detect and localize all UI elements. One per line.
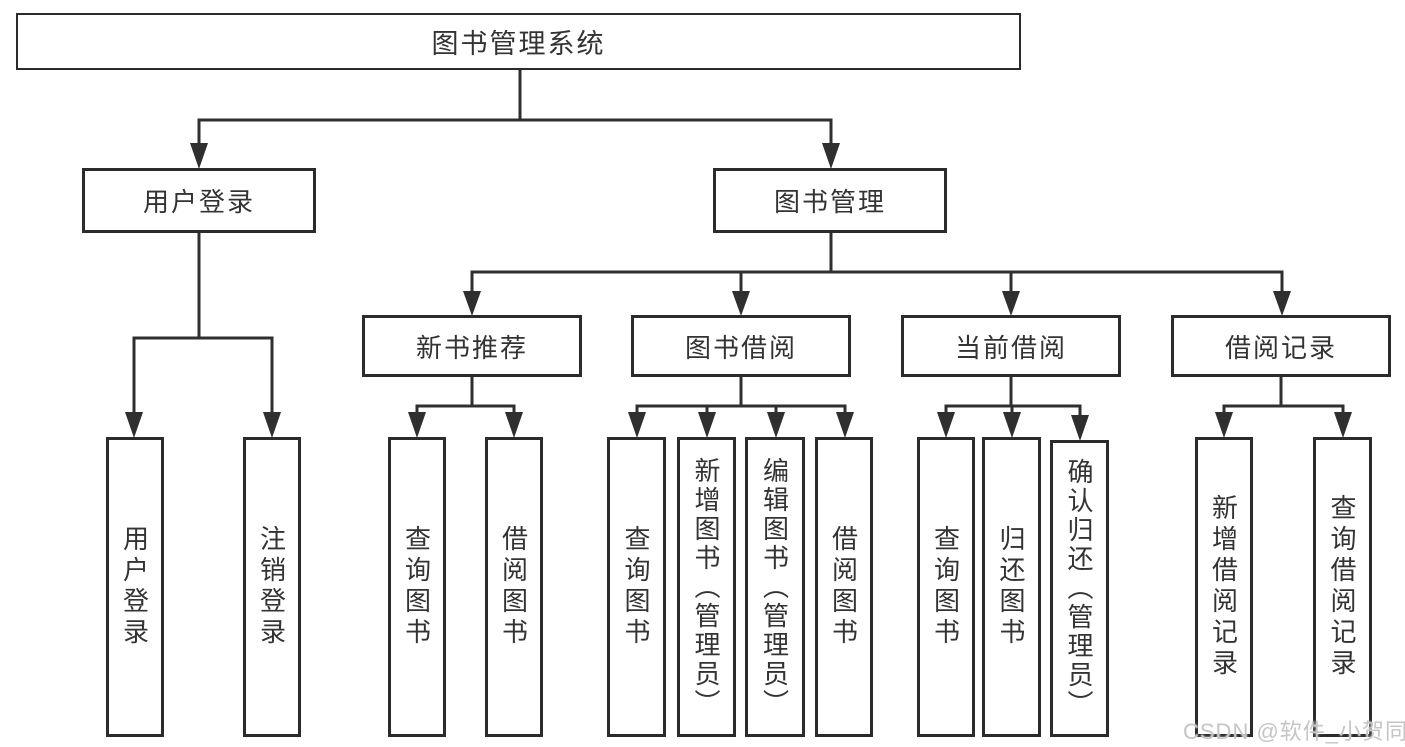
node-book-management-label: 图书管理 — [773, 187, 886, 217]
edge-newbooks-rail — [415, 404, 516, 418]
edge-login-rail — [132, 336, 274, 418]
node-root-label: 图书管理系统 — [431, 29, 606, 59]
leaf-current-confirm-return-admin-label: 确认归还（管理员） — [1064, 458, 1094, 719]
leaf-records-query: 查询借阅记录 — [1313, 437, 1372, 737]
arrowhead-user-login — [190, 143, 208, 169]
leaf-borrow-borrow: 借阅图书 — [815, 437, 873, 737]
arrowhead-records-leaf-2 — [1334, 412, 1352, 438]
arrowhead-borrow-leaf-2 — [698, 412, 716, 438]
leaf-current-query: 查询图书 — [917, 437, 975, 737]
node-user-login-label: 用户登录 — [142, 187, 255, 217]
leaf-logout-label: 注销登录 — [256, 525, 287, 649]
arrowhead-borrow-leaf-3 — [767, 412, 785, 438]
node-current-borrowing-label: 当前借阅 — [954, 332, 1067, 363]
edge-root-rail — [197, 118, 833, 150]
arrowhead-newbooks-leaf-1 — [408, 412, 426, 438]
edge-mgmt-rail — [470, 270, 1284, 296]
leaf-borrow-query-label: 查询图书 — [621, 525, 651, 649]
node-user-login: 用户登录 — [82, 168, 316, 233]
leaf-current-confirm-return-admin: 确认归还（管理员） — [1050, 440, 1109, 737]
node-root-system: 图书管理系统 — [16, 13, 1021, 70]
arrowhead-borrow-records — [1273, 291, 1291, 316]
arrowhead-current-borrow — [1002, 291, 1020, 316]
leaf-logout: 注销登录 — [243, 437, 301, 737]
edge-current-rail — [944, 404, 1082, 420]
leaf-borrow-add-admin-label: 新增图书（管理员） — [691, 456, 721, 718]
leaf-borrow-borrow-label: 借阅图书 — [828, 525, 859, 649]
arrowhead-current-leaf-3 — [1071, 415, 1089, 441]
arrowhead-newbooks-leaf-2 — [505, 412, 523, 438]
leaf-newbooks-query: 查询图书 — [388, 437, 446, 737]
leaf-records-add-label: 新增借阅记录 — [1208, 494, 1239, 680]
leaf-user-login-label: 用户登录 — [119, 525, 150, 649]
leaf-user-login: 用户登录 — [106, 437, 164, 737]
node-new-book-recommend: 新书推荐 — [362, 315, 582, 377]
arrowhead-login-leaf-1 — [125, 412, 143, 438]
arrowhead-new-books — [463, 291, 481, 316]
leaf-newbooks-borrow-label: 借阅图书 — [498, 525, 529, 649]
arrowhead-current-leaf-2 — [1003, 412, 1021, 438]
arrowhead-records-leaf-1 — [1215, 412, 1233, 438]
node-new-book-recommend-label: 新书推荐 — [415, 332, 528, 363]
arrowhead-borrow-leaf-1 — [628, 412, 646, 438]
leaf-current-return-label: 归还图书 — [996, 525, 1026, 649]
leaf-current-return: 归还图书 — [982, 437, 1041, 737]
leaf-borrow-edit-admin-label: 编辑图书（管理员） — [759, 456, 790, 718]
node-borrowing-records-label: 借阅记录 — [1224, 332, 1337, 363]
arrowhead-current-leaf-1 — [937, 412, 955, 438]
leaf-borrow-edit-admin: 编辑图书（管理员） — [745, 437, 805, 737]
node-book-borrowing: 图书借阅 — [631, 315, 851, 377]
arrowhead-book-borrow — [732, 291, 750, 316]
leaf-newbooks-query-label: 查询图书 — [401, 525, 432, 649]
leaf-borrow-add-admin: 新增图书（管理员） — [677, 437, 736, 737]
node-borrowing-records: 借阅记录 — [1171, 315, 1391, 377]
arrowhead-borrow-leaf-4 — [836, 412, 854, 438]
arrowhead-login-leaf-2 — [263, 412, 281, 438]
arrowhead-book-management — [822, 143, 840, 169]
leaf-records-query-label: 查询借阅记录 — [1327, 494, 1357, 680]
edge-records-rail — [1222, 404, 1345, 418]
leaf-current-query-label: 查询图书 — [930, 525, 961, 649]
leaf-records-add: 新增借阅记录 — [1195, 437, 1253, 737]
node-book-borrowing-label: 图书借阅 — [684, 332, 797, 363]
edge-borrow-rail — [635, 404, 847, 418]
node-book-management: 图书管理 — [713, 168, 947, 233]
leaf-newbooks-borrow: 借阅图书 — [485, 437, 543, 737]
node-current-borrowing: 当前借阅 — [901, 315, 1121, 377]
csdn-watermark: CSDN @软件_小贺同学 — [1183, 719, 1405, 744]
leaf-borrow-query: 查询图书 — [607, 437, 666, 737]
